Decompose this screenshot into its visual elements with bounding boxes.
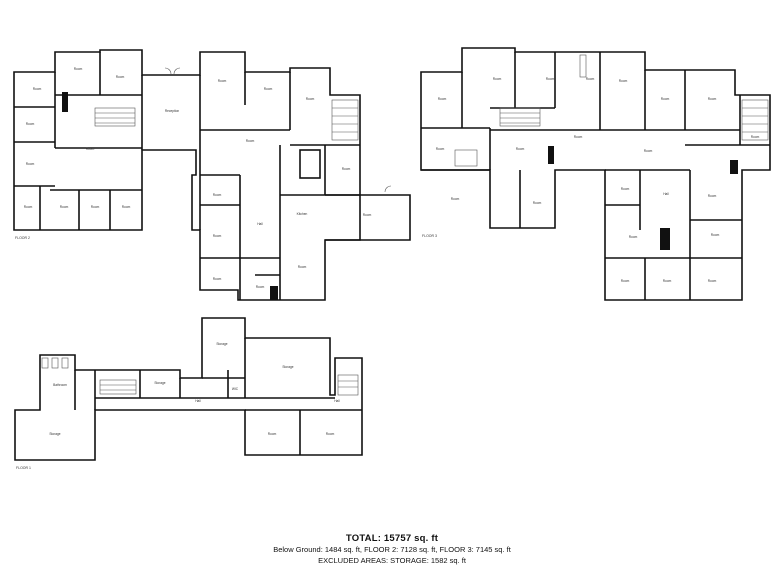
room-label: Room xyxy=(268,432,277,436)
room-label: Room xyxy=(708,279,717,283)
room-label: Room xyxy=(711,233,720,237)
floor-3-plan xyxy=(420,47,771,301)
room-label: Room xyxy=(629,235,638,239)
room-label: Room xyxy=(619,79,628,83)
room-label: Room xyxy=(644,149,653,153)
room-label: Storage xyxy=(282,365,293,369)
room-label: Hall xyxy=(663,192,669,196)
room-label: Room xyxy=(533,201,542,205)
floor-1-room-labels: Bathroom Storage Storage Storage WIC Hal… xyxy=(49,342,340,436)
room-label: Room xyxy=(26,122,35,126)
floor-1-details xyxy=(41,357,359,396)
room-label: WIC xyxy=(232,387,239,391)
floor-2-fixture xyxy=(299,149,321,179)
floor-3-room-labels: Room Room Room Room Room Room Room Room … xyxy=(436,77,760,283)
room-label: Room xyxy=(298,265,307,269)
room-label: Room xyxy=(363,213,372,217)
room-label: Room xyxy=(24,205,33,209)
floor-1-label: FLOOR 1 xyxy=(16,466,31,470)
room-label: Room xyxy=(213,234,222,238)
floor-2-label: FLOOR 2 xyxy=(15,236,30,240)
room-label: Reception xyxy=(165,109,180,113)
room-label: Room xyxy=(86,147,95,151)
room-label: Room xyxy=(33,87,42,91)
room-label: Room xyxy=(122,205,131,209)
room-label: Room xyxy=(246,139,255,143)
room-label: Room xyxy=(516,147,525,151)
floor-3-details xyxy=(454,54,769,167)
room-label: Room xyxy=(326,432,335,436)
excluded-areas: EXCLUDED AREAS: STORAGE: 1582 sq. ft xyxy=(318,556,466,565)
room-label: Room xyxy=(26,162,35,166)
room-label: Hall xyxy=(195,399,201,403)
floor-2-plan xyxy=(13,49,411,301)
room-label: Room xyxy=(661,97,670,101)
floor-2-column xyxy=(62,92,68,112)
floor-3-column-c xyxy=(730,160,738,174)
room-label: Storage xyxy=(154,381,165,385)
total-area: TOTAL: 15757 sq. ft xyxy=(345,533,439,544)
room-label: Storage xyxy=(216,342,227,346)
room-label: Hall xyxy=(334,399,340,403)
room-label: Bathroom xyxy=(53,383,67,387)
floor-2-room-labels: Room Room Room Room Room Room Room Room … xyxy=(24,67,372,289)
room-label: Room xyxy=(708,97,717,101)
room-label: Room xyxy=(574,135,583,139)
floor-3-label: FLOOR 3 xyxy=(422,234,437,238)
room-label: Hall xyxy=(257,222,263,226)
room-label: Room xyxy=(91,205,100,209)
floor-3-column-b xyxy=(660,228,670,250)
floor-2-column-b xyxy=(270,286,278,300)
room-label: Room xyxy=(621,187,630,191)
floor-3-column xyxy=(548,146,554,164)
room-label: Room xyxy=(436,147,445,151)
floor-2-details xyxy=(94,67,392,193)
floor-1-plan xyxy=(14,317,363,461)
room-label: Room xyxy=(493,77,502,81)
room-label: Room xyxy=(218,79,227,83)
room-label: Room xyxy=(586,77,595,81)
room-label: Room xyxy=(60,205,69,209)
room-label: Room xyxy=(438,97,447,101)
room-label: Room xyxy=(663,279,672,283)
room-label: Room xyxy=(342,167,351,171)
room-label: Room xyxy=(546,77,555,81)
area-breakdown: Below Ground: 1484 sq. ft, FLOOR 2: 7128… xyxy=(273,545,511,554)
room-label: Kitchen xyxy=(297,212,308,216)
room-label: Room xyxy=(256,285,265,289)
room-label: Room xyxy=(451,197,460,201)
room-label: Room xyxy=(621,279,630,283)
room-label: Room xyxy=(708,194,717,198)
room-label: Room xyxy=(264,87,273,91)
room-label: Storage xyxy=(49,432,60,436)
room-label: Room xyxy=(116,75,125,79)
room-label: Room xyxy=(213,193,222,197)
room-label: Room xyxy=(751,135,760,139)
room-label: Room xyxy=(213,277,222,281)
room-label: Room xyxy=(74,67,83,71)
room-label: Room xyxy=(306,97,315,101)
